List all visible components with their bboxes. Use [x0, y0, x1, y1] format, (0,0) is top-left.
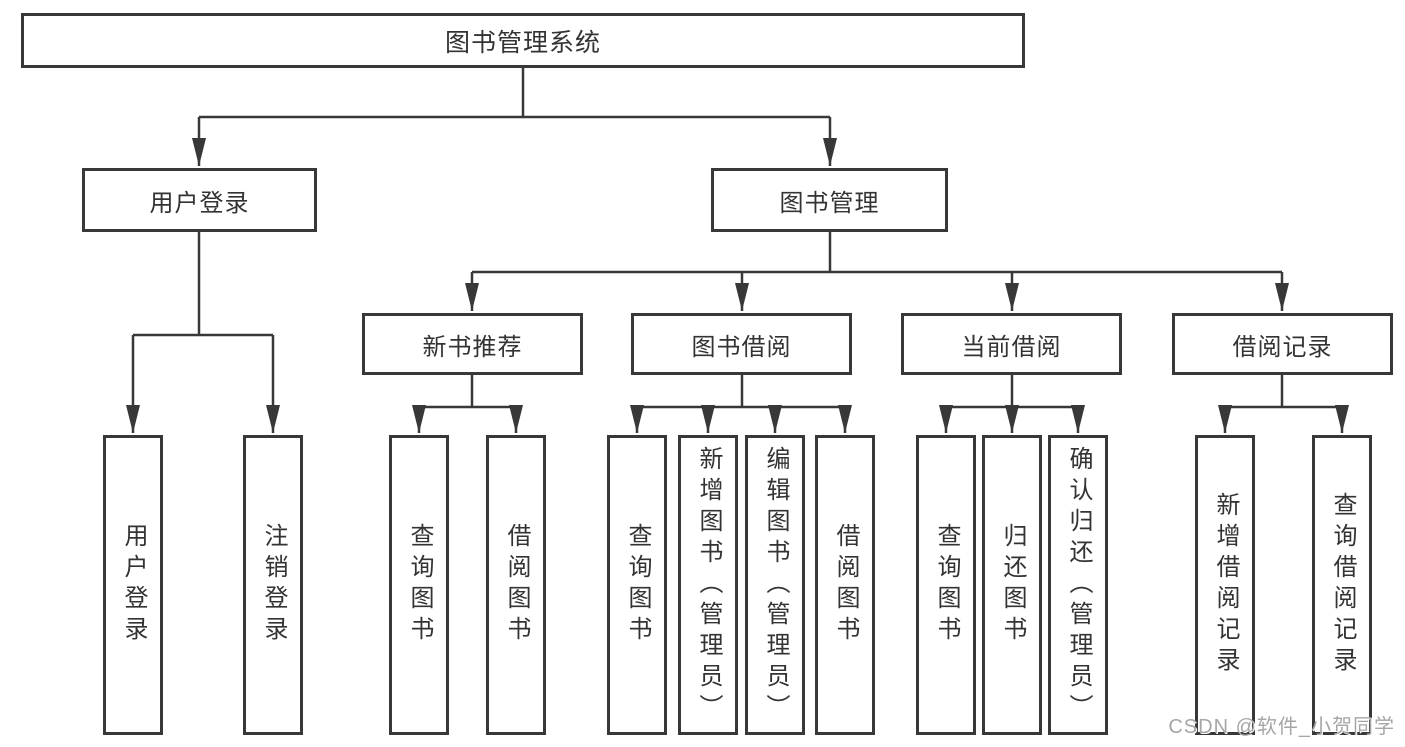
leaf-query-books-borrow: 查询图书: [607, 435, 667, 735]
node-new-book-recommend: 新书推荐: [362, 313, 583, 375]
node-book-borrow: 图书借阅: [631, 313, 852, 375]
leaf-edit-book-admin: 编辑图书（管理员）: [745, 435, 805, 735]
leaf-return-books: 归还图书: [982, 435, 1042, 735]
node-system-root: 图书管理系统: [21, 13, 1025, 68]
node-current-borrow: 当前借阅: [901, 313, 1122, 375]
leaf-query-borrow-record: 查询借阅记录: [1312, 435, 1372, 735]
leaf-query-books-current: 查询图书: [916, 435, 976, 735]
leaf-user-login: 用户登录: [103, 435, 163, 735]
csdn-watermark: CSDN @软件_小贺同学: [1168, 716, 1395, 738]
node-book-management-branch: 图书管理: [711, 168, 948, 232]
leaf-confirm-return-admin: 确认归还（管理员）: [1048, 435, 1108, 735]
node-user-login-branch: 用户登录: [82, 168, 317, 232]
leaf-borrow-books: 借阅图书: [815, 435, 875, 735]
leaf-logout: 注销登录: [243, 435, 303, 735]
leaf-add-book-admin: 新增图书（管理员）: [678, 435, 738, 735]
leaf-query-books-recommend: 查询图书: [389, 435, 449, 735]
node-borrow-records: 借阅记录: [1172, 313, 1393, 375]
leaf-add-borrow-record: 新增借阅记录: [1195, 435, 1255, 735]
leaf-borrow-books-recommend: 借阅图书: [486, 435, 546, 735]
